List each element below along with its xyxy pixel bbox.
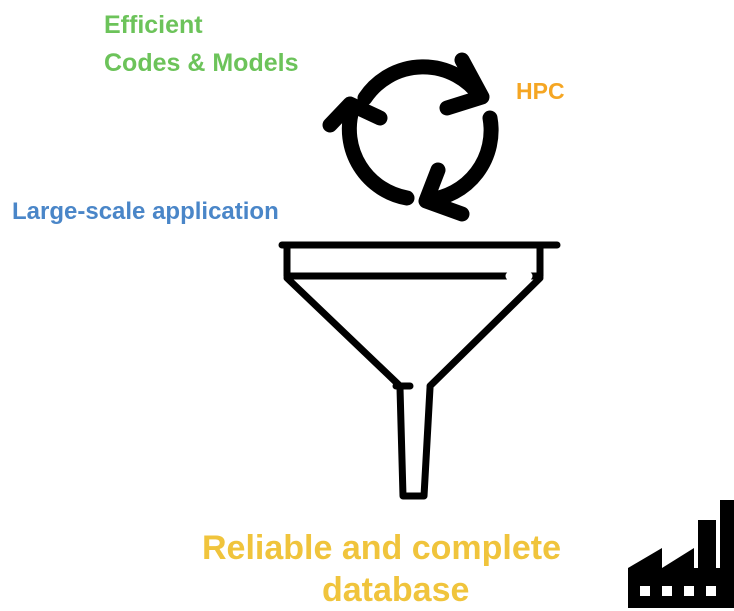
label-hpc: HPC [516,78,565,104]
label-efficient-line2: Codes & Models [104,49,299,77]
label-output-line2: database [322,571,470,609]
label-output-line1: Reliable and complete [202,529,561,567]
label-large-scale: Large-scale application [12,198,279,225]
label-efficient-line1: Efficient [104,11,203,39]
funnel-icon [278,241,561,500]
factory-icon [628,500,734,608]
cycle-arrows-icon [322,52,499,222]
